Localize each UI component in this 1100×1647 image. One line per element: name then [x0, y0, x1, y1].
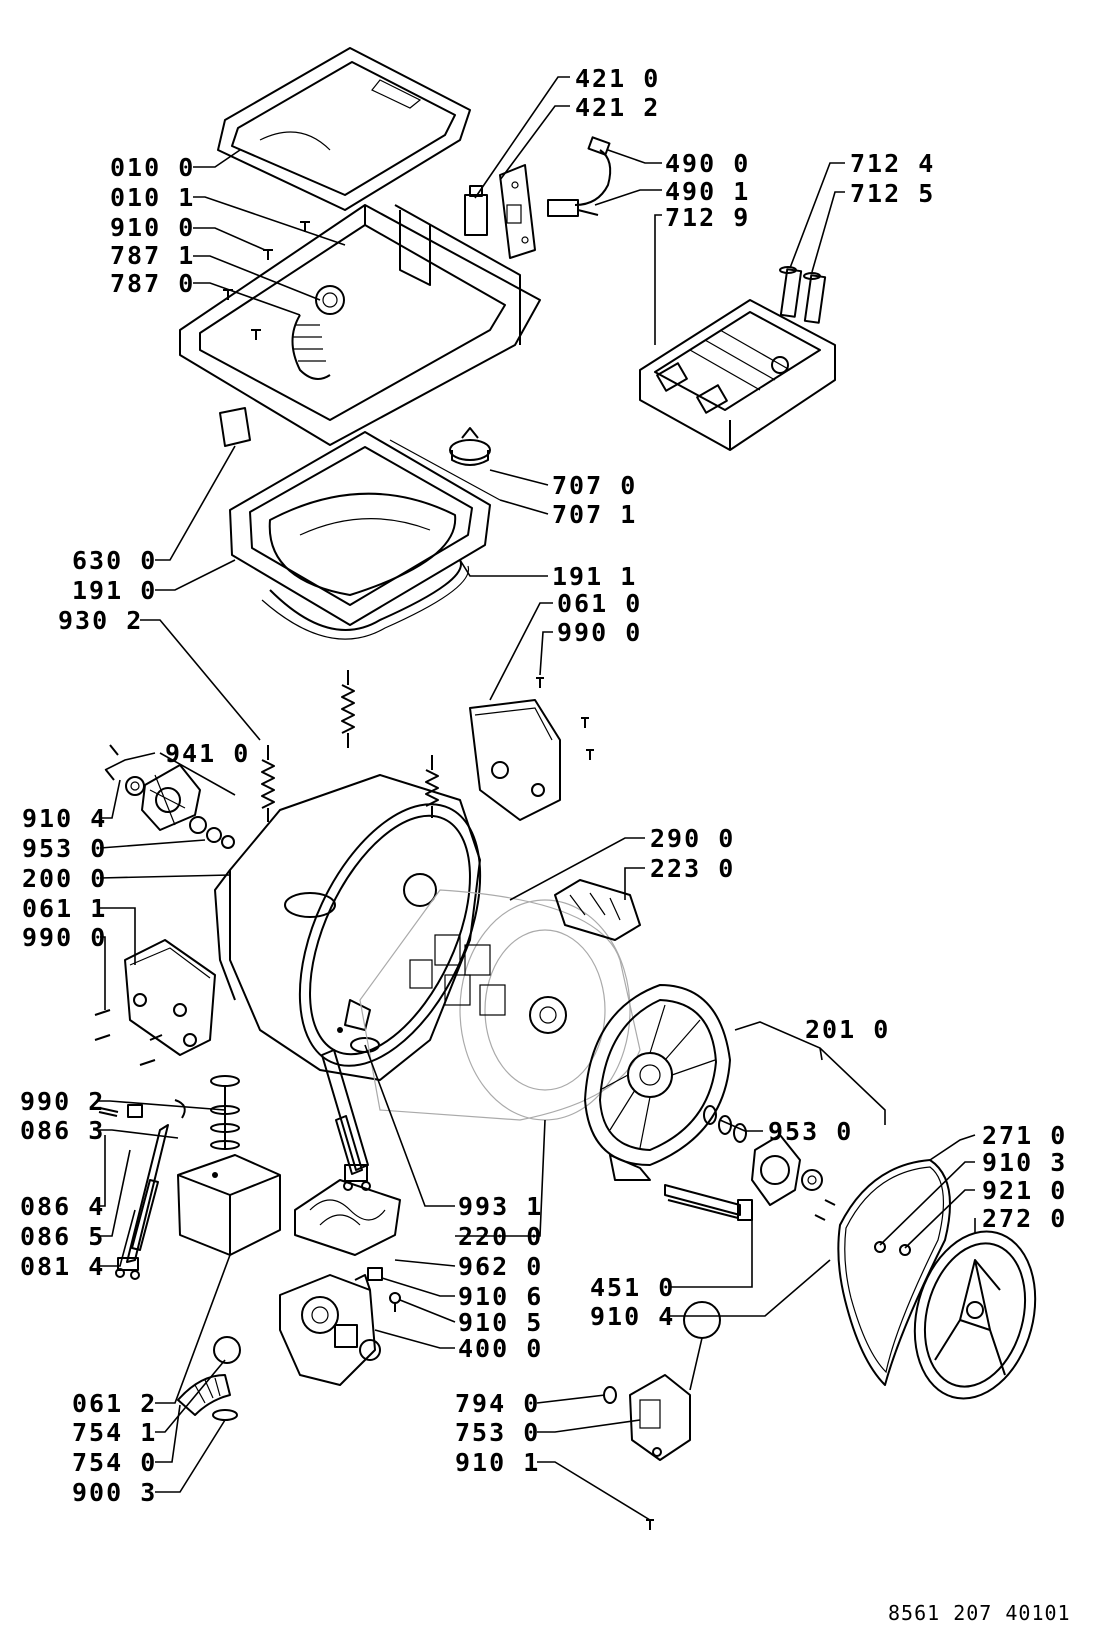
label-707-1: 707 1	[552, 500, 637, 529]
label-081-4: 081 4	[20, 1252, 105, 1281]
part-labels: 421 0 421 2 490 0 490 1 712 9 712 4 712 …	[20, 64, 1067, 1507]
label-900-3: 900 3	[72, 1478, 157, 1507]
label-490-0: 490 0	[665, 149, 750, 178]
dispenser-drawer-drawing	[639, 299, 836, 451]
label-630-0: 630 0	[72, 546, 157, 575]
label-490-1: 490 1	[665, 177, 750, 206]
tubes-drawing	[779, 266, 827, 324]
label-990-2: 990 2	[20, 1087, 105, 1116]
door-lock-drawing	[464, 164, 536, 259]
tub-cover-drawing	[229, 431, 491, 640]
filter-hose-drawing	[177, 1336, 241, 1421]
label-086-3: 086 3	[20, 1116, 105, 1145]
label-787-0: 787 0	[110, 269, 195, 298]
bolt-washers-drawing	[210, 1075, 240, 1150]
seal-right-drawing	[703, 1105, 747, 1143]
label-910-4-left: 910 4	[22, 804, 107, 833]
heat-shield-drawing	[294, 1179, 401, 1256]
counterweight-bottom-drawing	[94, 939, 216, 1066]
label-421-2: 421 2	[575, 93, 660, 122]
label-290-0: 290 0	[650, 824, 735, 853]
label-201-0: 201 0	[805, 1015, 890, 1044]
label-910-3: 910 3	[982, 1148, 1067, 1177]
outer-tub-drawing	[214, 774, 482, 1081]
block-630-drawing	[219, 407, 251, 447]
mains-cable-drawing	[547, 136, 612, 217]
label-010-0: 010 0	[110, 153, 195, 182]
label-271-0: 271 0	[982, 1121, 1067, 1150]
label-910-0: 910 0	[110, 213, 195, 242]
label-921-0: 921 0	[982, 1176, 1067, 1205]
label-200-0: 200 0	[22, 864, 107, 893]
label-707-0: 707 0	[552, 471, 637, 500]
label-962-0: 962 0	[458, 1252, 543, 1281]
label-910-5: 910 5	[458, 1308, 543, 1337]
drum-drawing	[359, 889, 641, 1121]
label-061-1: 061 1	[22, 894, 107, 923]
pressure-switch-drawing	[389, 427, 501, 501]
label-061-2: 061 2	[72, 1389, 157, 1418]
label-712-5: 712 5	[850, 179, 935, 208]
label-400-0: 400 0	[458, 1334, 543, 1363]
label-061-0: 061 0	[557, 589, 642, 618]
counterweight-top-drawing	[469, 677, 594, 821]
rear-tub-drawing	[584, 984, 731, 1181]
pin-clips-drawing	[98, 1099, 186, 1119]
label-953-0-right: 953 0	[768, 1117, 853, 1146]
leader-lines	[98, 76, 976, 1521]
label-990-0-left: 990 0	[22, 923, 107, 952]
label-910-1: 910 1	[455, 1448, 540, 1477]
label-712-4: 712 4	[850, 149, 935, 178]
top-cover-drawing	[217, 47, 471, 211]
base-weight-drawing	[177, 1154, 281, 1256]
label-191-0: 191 0	[72, 576, 157, 605]
label-010-1: 010 1	[110, 183, 195, 212]
label-191-1: 191 1	[552, 562, 637, 591]
heater-drawing	[664, 1184, 753, 1221]
clip-screw-drawing	[367, 1267, 401, 1312]
label-712-9: 712 9	[665, 203, 750, 232]
label-794-0: 794 0	[455, 1389, 540, 1418]
shock-absorber-left-drawing	[115, 1124, 169, 1280]
document-number: 8561 207 40101	[888, 1601, 1071, 1625]
rear-bearing-assembly-drawing	[751, 1134, 836, 1221]
bearing-assembly-left-drawing	[105, 744, 235, 849]
label-754-1: 754 1	[72, 1418, 157, 1447]
lifter-drawing	[554, 879, 641, 941]
label-787-1: 787 1	[110, 241, 195, 270]
drain-pump-drawing	[279, 1274, 381, 1386]
label-451-0: 451 0	[590, 1273, 675, 1302]
label-930-2: 930 2	[58, 606, 143, 635]
label-993-1: 993 1	[458, 1192, 543, 1221]
label-223-0: 223 0	[650, 854, 735, 883]
label-990-0-top: 990 0	[557, 618, 642, 647]
label-421-0: 421 0	[575, 64, 660, 93]
pulley-drawing	[913, 1230, 1037, 1400]
label-754-0: 754 0	[72, 1448, 157, 1477]
filter-housing-drawing	[603, 1301, 721, 1530]
label-753-0: 753 0	[455, 1418, 540, 1447]
label-910-4-right: 910 4	[590, 1302, 675, 1331]
label-910-6: 910 6	[458, 1282, 543, 1311]
shock-absorber-center-drawing	[321, 1049, 371, 1191]
springs-drawing	[261, 670, 439, 822]
worktop-frame-drawing	[179, 204, 541, 446]
label-272-0: 272 0	[982, 1204, 1067, 1233]
label-941-0: 941 0	[165, 739, 250, 768]
label-086-5: 086 5	[20, 1222, 105, 1251]
label-220-0: 220 0	[458, 1222, 543, 1251]
label-086-4: 086 4	[20, 1192, 105, 1221]
label-953-0-left: 953 0	[22, 834, 107, 863]
belt-drawing	[837, 1159, 951, 1386]
